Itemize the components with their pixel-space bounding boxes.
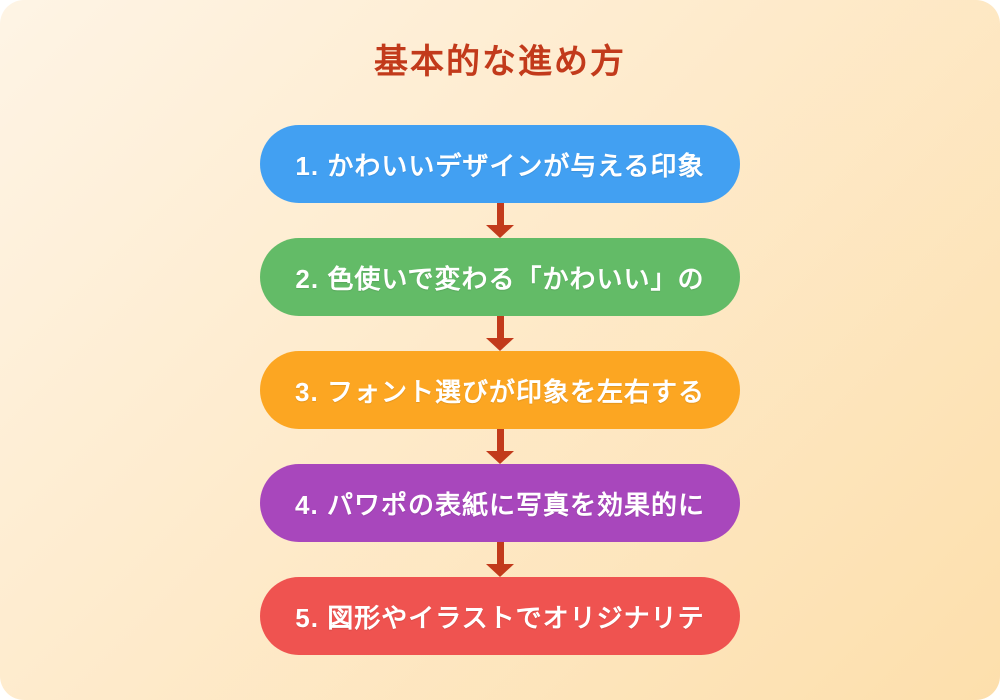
down-arrow-icon — [486, 542, 514, 577]
step-pill-4: 4. パワポの表紙に写真を効果的に — [260, 464, 740, 542]
arrow-head — [486, 225, 514, 238]
step-label-4: 4. パワポの表紙に写真を効果的に — [295, 489, 705, 520]
step-pill-3: 3. フォント選びが印象を左右する — [260, 351, 740, 429]
step-label-1: 1. かわいいデザインが与える印象 — [295, 150, 705, 181]
down-arrow-icon — [486, 203, 514, 238]
arrow-stem — [496, 542, 504, 564]
arrow-stem — [496, 316, 504, 338]
step-pill-5: 5. 図形やイラストでオリジナリテ — [260, 577, 740, 655]
step-pill-2: 2. 色使いで変わる「かわいい」の — [260, 238, 740, 316]
arrow-stem — [496, 203, 504, 225]
down-arrow-icon — [486, 429, 514, 464]
step-label-5: 5. 図形やイラストでオリジナリテ — [295, 602, 705, 633]
arrow-head — [486, 451, 514, 464]
arrow-head — [486, 564, 514, 577]
arrow-stem — [496, 429, 504, 451]
page-title: 基本的な進め方 — [374, 43, 626, 81]
step-label-3: 3. フォント選びが印象を左右する — [295, 376, 705, 407]
arrow-head — [486, 338, 514, 351]
down-arrow-icon — [486, 316, 514, 351]
step-label-2: 2. 色使いで変わる「かわいい」の — [295, 263, 705, 294]
step-pill-1: 1. かわいいデザインが与える印象 — [260, 125, 740, 203]
process-flow: 1. かわいいデザインが与える印象 2. 色使いで変わる「かわいい」の 3. フ… — [0, 125, 1000, 655]
